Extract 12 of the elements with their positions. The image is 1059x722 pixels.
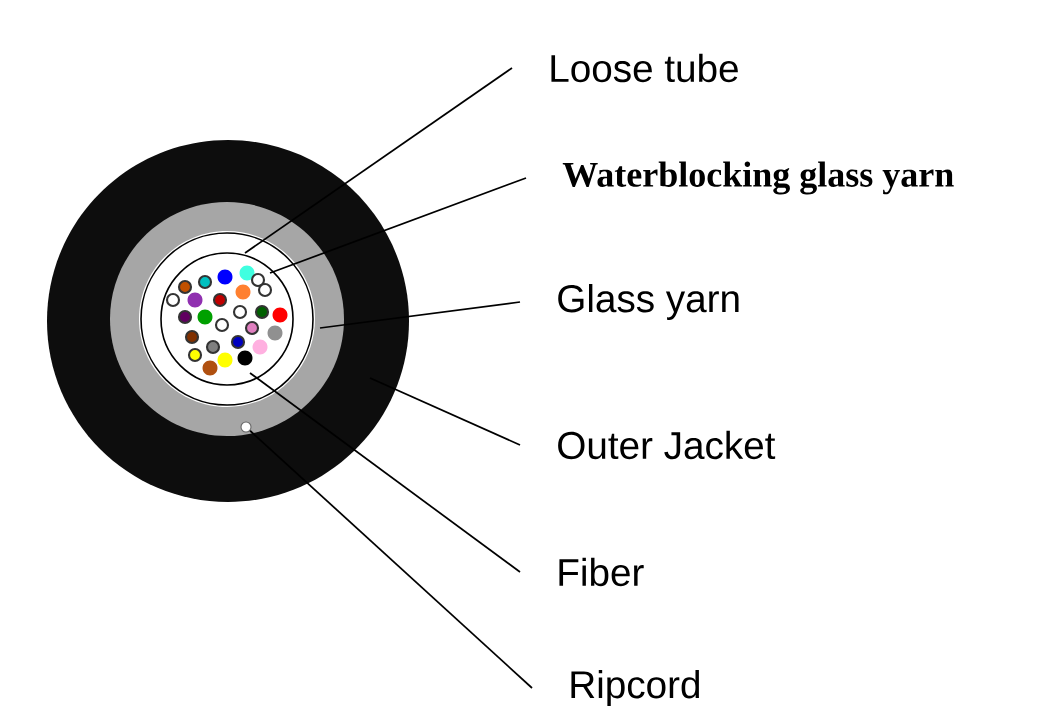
leader-line	[244, 67, 513, 254]
callout-label: Fiber	[559, 557, 644, 587]
leader-line	[319, 301, 521, 329]
callout-label: Waterblocking glass yarn	[562, 161, 954, 195]
leader-line	[249, 372, 521, 573]
callout-label: Outer Jacket	[558, 430, 776, 460]
leader-line	[269, 177, 527, 274]
callout-label: Loose tube	[551, 53, 738, 83]
callout-label: Glass yarn	[558, 284, 739, 321]
leader-line	[249, 429, 533, 689]
callout-label: Ripcord	[571, 670, 699, 707]
leader-line	[369, 377, 521, 446]
